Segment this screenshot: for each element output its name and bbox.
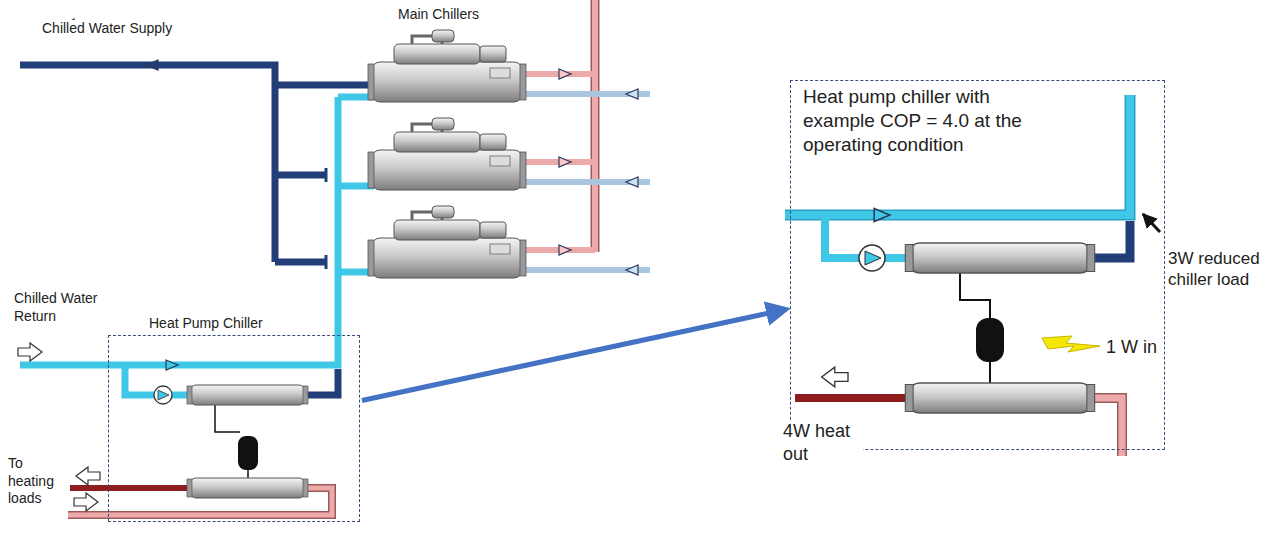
zoom-arrow <box>362 309 786 400</box>
group-label: Main Chillers <box>396 6 481 24</box>
zoom-detail-box: Heat pump chiller with example COP = 4.0… <box>790 80 1165 450</box>
callout-text: 3W reduced chiller load <box>1166 248 1276 291</box>
heat-pump-group: Heat Pump Chiller <box>108 335 360 522</box>
pipe-label: To heating loads <box>6 455 70 508</box>
callout-text: 4W heat out <box>781 420 863 465</box>
pipe-label: Chilled Water Supply <box>40 20 174 38</box>
callout-text: 1 W in <box>1104 336 1159 359</box>
pipe-label: Chilled Water Return <box>12 290 112 325</box>
node-heading: Heat pump chiller with example COP = 4.0… <box>803 85 1061 156</box>
node-heading: Heat Pump Chiller <box>149 315 263 333</box>
